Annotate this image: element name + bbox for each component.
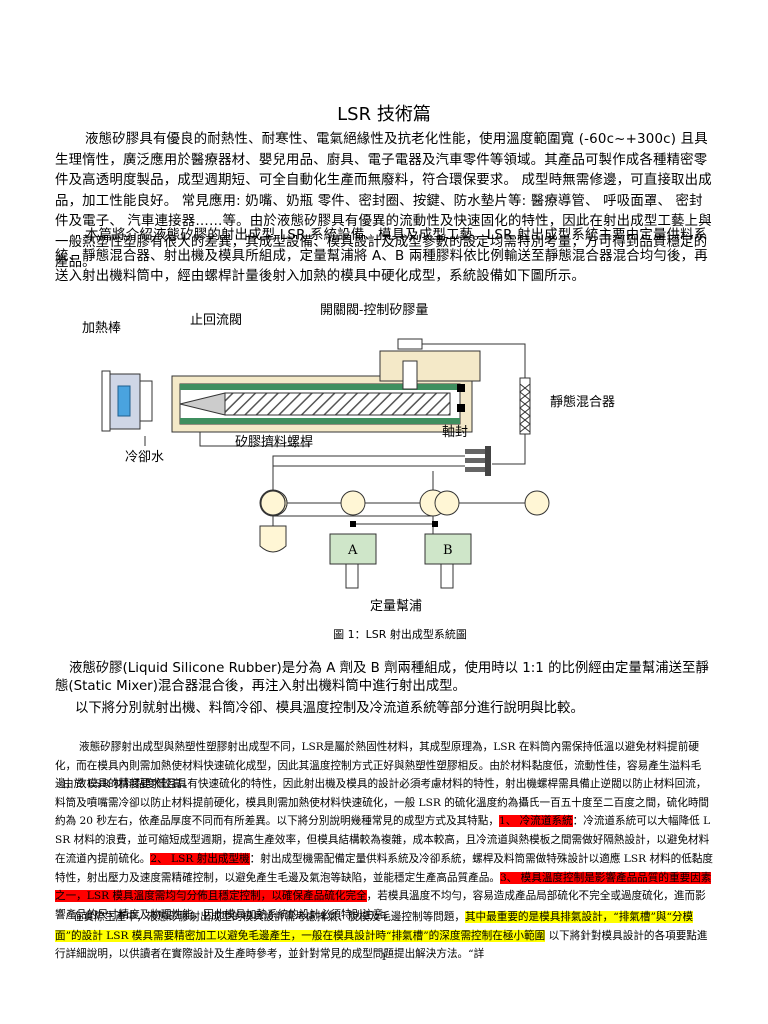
static-mixer — [422, 343, 531, 465]
small-paragraph-1: 液態矽膠射出成型與熱塑性塑膠射出成型不同，LSR是屬於熱固性材料，其成型原理為，… — [55, 738, 715, 794]
paragraph-4-text: 以下將分別就射出機、料筒冷卻、模具溫度控制及冷流道系統等部分進行說明與比較。 — [75, 701, 584, 716]
small-paragraph-2-text-b: ：冷流道系統可以大幅降低 LSR 材料的浪費，並可縮短成型週期，提高生產效率，但… — [55, 815, 711, 865]
highlight-yellow-2: 精密加工以避免毛邊產生，一般在模具設計時“排氣槽”的深度需控制在極小範圍 — [174, 929, 546, 942]
label-cooling-water: 冷卻水 — [125, 450, 164, 465]
intro-paragraph-1-text: 液態矽膠具有優良的耐熱性、耐寒性、電氣絕緣性及抗老化性能，使用溫度範圍寬 (-6… — [55, 132, 712, 270]
label-metering-pump: 定量幫浦 — [370, 598, 422, 614]
intro-paragraph-2-text: 本篇將介紹液態矽膠的射出成型 LSR 系統設備、模具及成型工藝。LSR 射出成型… — [55, 228, 708, 284]
pipes — [144, 432, 545, 536]
intro-paragraph-2: 本篇將介紹液態矽膠的射出成型 LSR 系統設備、模具及成型工藝。LSR 射出成型… — [55, 226, 715, 288]
label-check-valve: 止回流閥 — [190, 313, 242, 328]
small-paragraph-3: 在實際生產中，液態矽膠射出成型的模具設計需考慮排氣、脫模及毛邊控制等問題，其中最… — [55, 908, 715, 964]
label-tank-b: B — [443, 543, 453, 558]
label-heater: 加熱棒 — [82, 321, 121, 336]
intro-paragraph-1: 液態矽膠具有優良的耐熱性、耐寒性、電氣絕緣性及抗老化性能，使用溫度範圍寬 (-6… — [55, 130, 715, 274]
page-number: 1 — [380, 952, 388, 963]
figure-caption: 圖 1：LSR 射出成型系統圖 — [333, 628, 467, 641]
small-paragraph-2-text-c: ：射出成型機需配備定量供料系統及冷卻系統，螺桿及料筒需做特殊設計以適應 LSR … — [55, 852, 713, 884]
barrel — [171, 375, 473, 433]
paragraph-4: 以下將分別就射出機、料筒冷卻、模具溫度控制及冷流道系統等部分進行說明與比較。 — [55, 700, 715, 718]
valve-head — [379, 338, 481, 412]
small-paragraph-2-text-a: 由於 LSR 材料黏度低且具有快速硫化的特性，因此射出機及模具的設計必須考慮材料… — [55, 778, 710, 828]
shaft-seal-connectors — [465, 446, 491, 476]
small-paragraph-1-text: 液態矽膠射出成型與熱塑性塑膠射出成型不同，LSR是屬於熱固性材料，其成型原理為，… — [55, 741, 702, 791]
highlight-red-4: 需均勻分佈且穩定控制，以確保產品硫化完全 — [154, 890, 367, 903]
small-paragraph-2-text-d: ，若模具溫度不均勻，容易造成產品局部硫化不完全或過度硫化，進而影響產品的尺寸精度… — [55, 890, 706, 921]
label-tank-a: A — [347, 543, 358, 558]
paragraph-3: 液態矽膠(Liquid Silicone Rubber)是分為 A 劑及 B 劑… — [55, 660, 715, 696]
label-screw: 矽膠擠料螺桿 — [235, 434, 313, 450]
highlight-red-1: 1、 冷流道系統 — [498, 815, 573, 828]
label-static-mixer: 靜態混合器 — [550, 394, 615, 410]
highlight-red-2: 2、 LSR 射出成型機 — [150, 852, 250, 865]
small-paragraph-3-text-a: 在實際生產中，液態矽膠射出成型的模具設計需考慮排氣、脫模及毛邊控制等問題， — [73, 911, 465, 923]
document-title: LSR 技術篇 — [337, 104, 431, 125]
small-paragraph-3-text-b: 以下將針對模具設計的各項要點進行詳細說明，以供讀者在實際設計及生產時參考，並針對… — [55, 929, 708, 961]
heater-assembly — [101, 370, 153, 432]
small-paragraph-2: 由於 LSR 材料黏度低且具有快速硫化的特性，因此射出機及模具的設計必須考慮材料… — [55, 775, 715, 925]
paragraph-3-text: 液態矽膠(Liquid Silicone Rubber)是分為 A 劑及 B 劑… — [55, 661, 709, 694]
balls-and-tanks — [259, 489, 550, 589]
label-shaft-seal: 軸封 — [442, 425, 468, 440]
label-switch-valve: 開關閥-控制矽膠量 — [320, 303, 428, 318]
lsr-system-diagram: 加熱棒 止回流閥 開關閥-控制矽膠量 靜態混合器 軸封 矽膠擠料螺桿 冷卻水 定… — [82, 303, 615, 614]
